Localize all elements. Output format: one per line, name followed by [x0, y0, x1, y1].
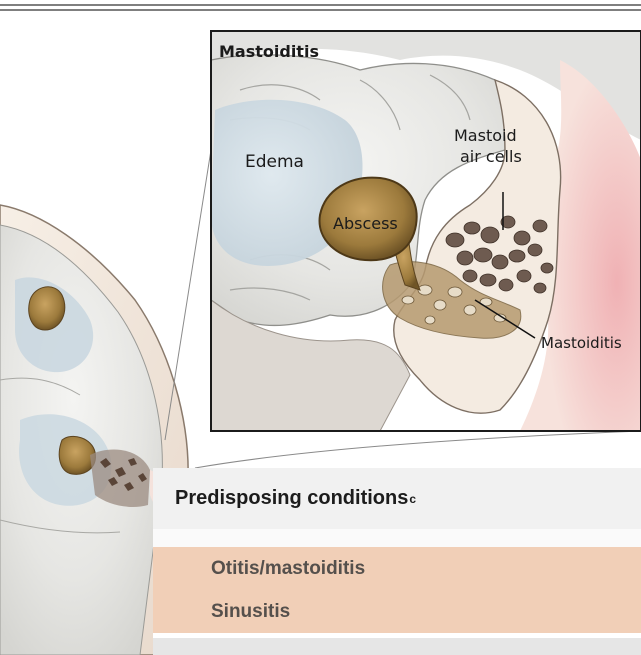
connector-line — [165, 150, 211, 440]
mastoid-air-cells-label-line2: air cells — [460, 147, 522, 166]
mastoiditis-label: Mastoiditis — [541, 334, 622, 352]
edema-label: Edema — [245, 152, 304, 172]
connector-line-2 — [195, 431, 641, 468]
table-row: Otitis/mastoiditis — [153, 547, 641, 590]
inset-title: Mastoiditis — [219, 42, 319, 61]
table-row-label: Sinusitis — [211, 601, 290, 623]
table-row-partial — [153, 638, 641, 655]
table-header-footnote: c — [409, 492, 416, 506]
abscess-label: Abscess — [333, 214, 398, 233]
table-spacer — [153, 529, 641, 547]
inset-panel — [211, 31, 641, 431]
table-row-label: Otitis/mastoiditis — [211, 558, 365, 580]
mastoid-air-cells-label-line1: Mastoid — [454, 126, 517, 145]
table-header-label: Predisposing conditions — [175, 487, 408, 510]
table-row: Sinusitis — [153, 590, 641, 633]
